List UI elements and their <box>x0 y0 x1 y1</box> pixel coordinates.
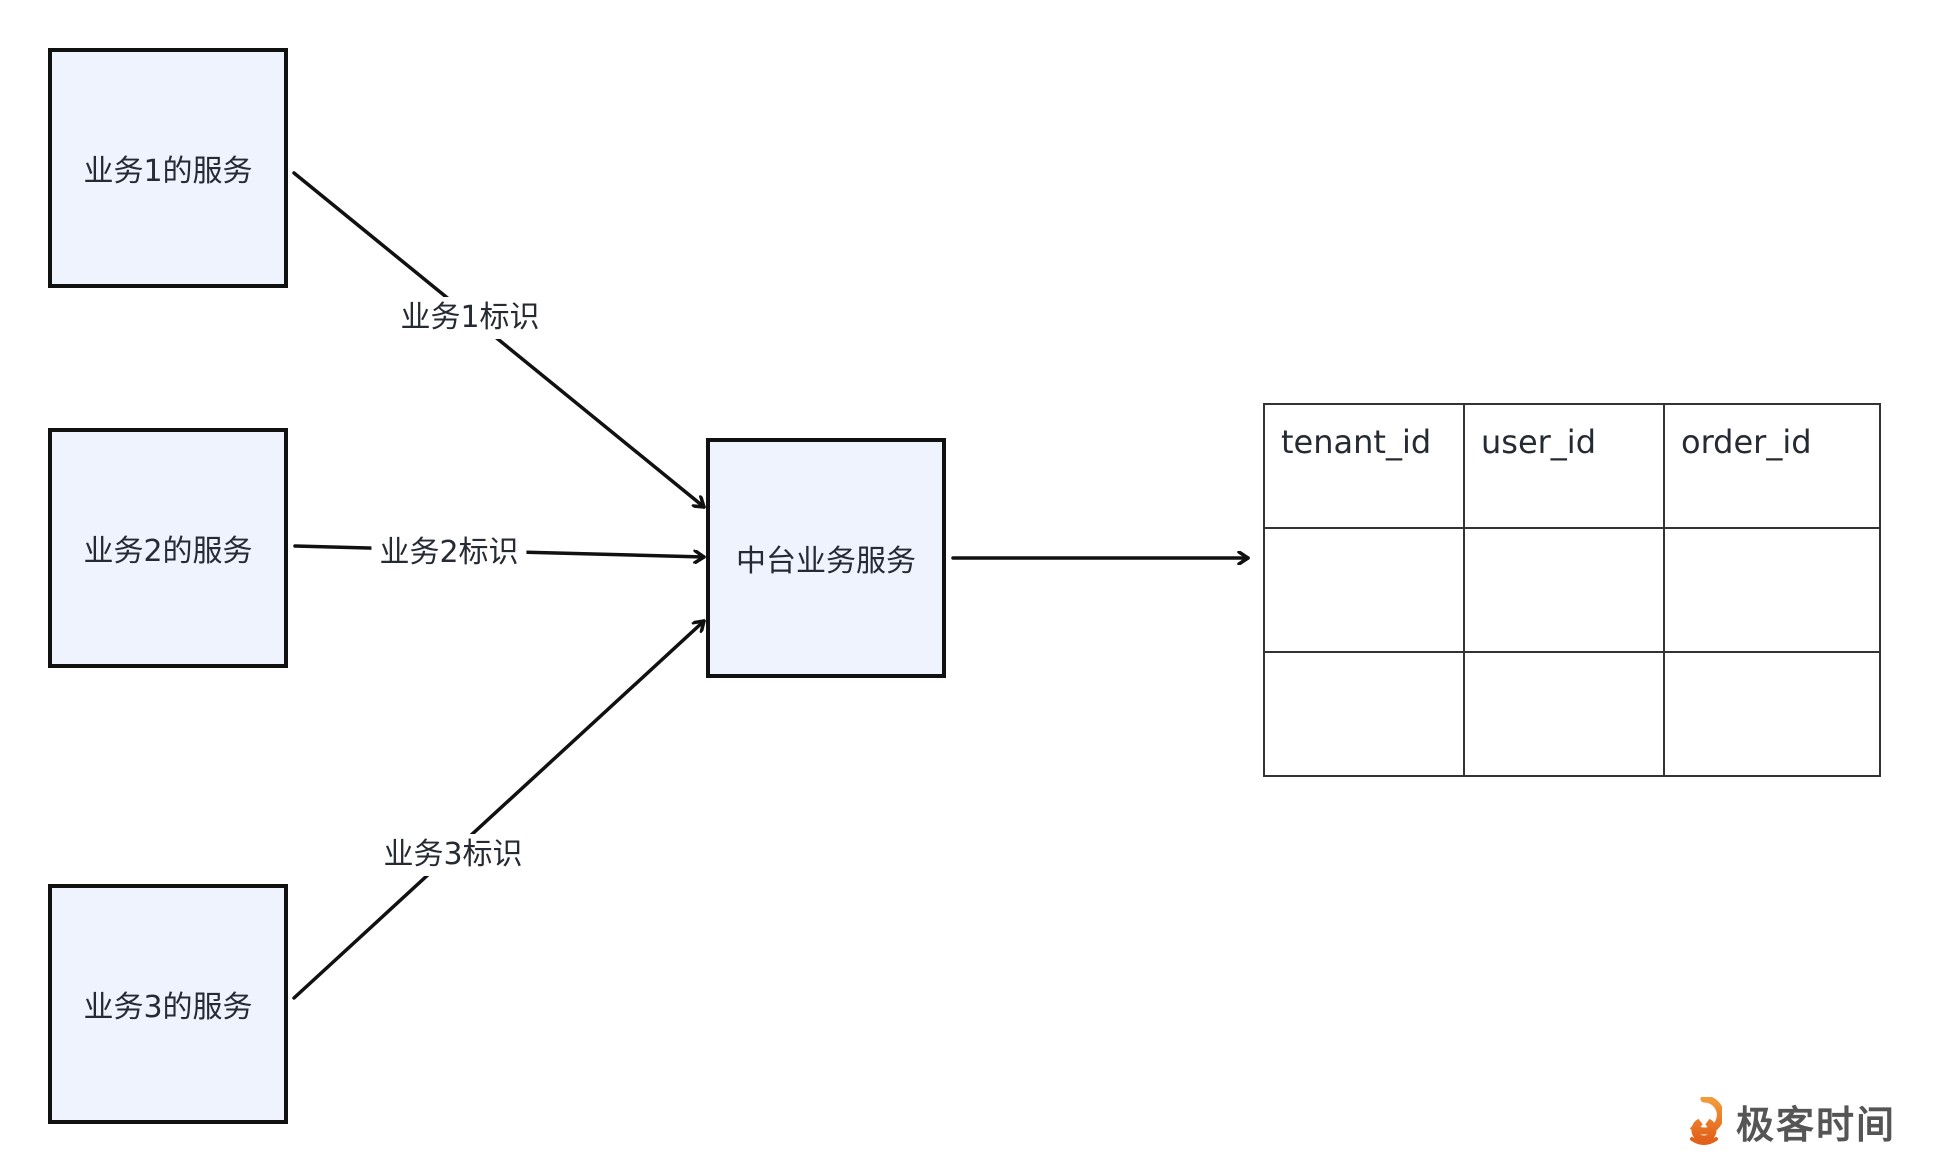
table-cell <box>1463 651 1665 777</box>
table-cell <box>1463 527 1665 653</box>
service1-label: 业务1的服务 <box>83 154 253 189</box>
table-row <box>1263 651 1881 777</box>
table-header-row: tenant_id user_id order_id <box>1263 403 1881 529</box>
table-cell <box>1663 651 1881 777</box>
edge-label-service1: 业务1标识 <box>392 297 548 339</box>
table-row <box>1263 527 1881 653</box>
service2-box: 业务2的服务 <box>48 428 288 668</box>
table-cell <box>1263 651 1465 777</box>
edge-service3-to-platform <box>292 619 706 1000</box>
middle-platform-label: 中台业务服务 <box>736 544 916 579</box>
table-cell <box>1263 527 1465 653</box>
geektime-brand-text: 极客时间 <box>1736 1103 1897 1147</box>
edge-label-service2: 业务2标识 <box>371 532 527 574</box>
data-table: tenant_id user_id order_id <box>1263 403 1881 777</box>
edge-label-service3: 业务3标识 <box>375 834 531 876</box>
column-header: user_id <box>1463 403 1665 529</box>
table-cell <box>1663 527 1881 653</box>
service2-label: 业务2的服务 <box>83 534 253 569</box>
column-header: tenant_id <box>1263 403 1465 529</box>
service1-box: 业务1的服务 <box>48 48 288 288</box>
geektime-logo-icon <box>1686 1094 1724 1147</box>
edge-service1-to-platform <box>292 171 706 509</box>
column-header: order_id <box>1663 403 1881 529</box>
geektime-watermark: 极客时间 <box>1686 1094 1896 1149</box>
service3-box: 业务3的服务 <box>48 884 288 1124</box>
middle-platform-box: 中台业务服务 <box>706 438 946 678</box>
service3-label: 业务3的服务 <box>83 990 253 1025</box>
